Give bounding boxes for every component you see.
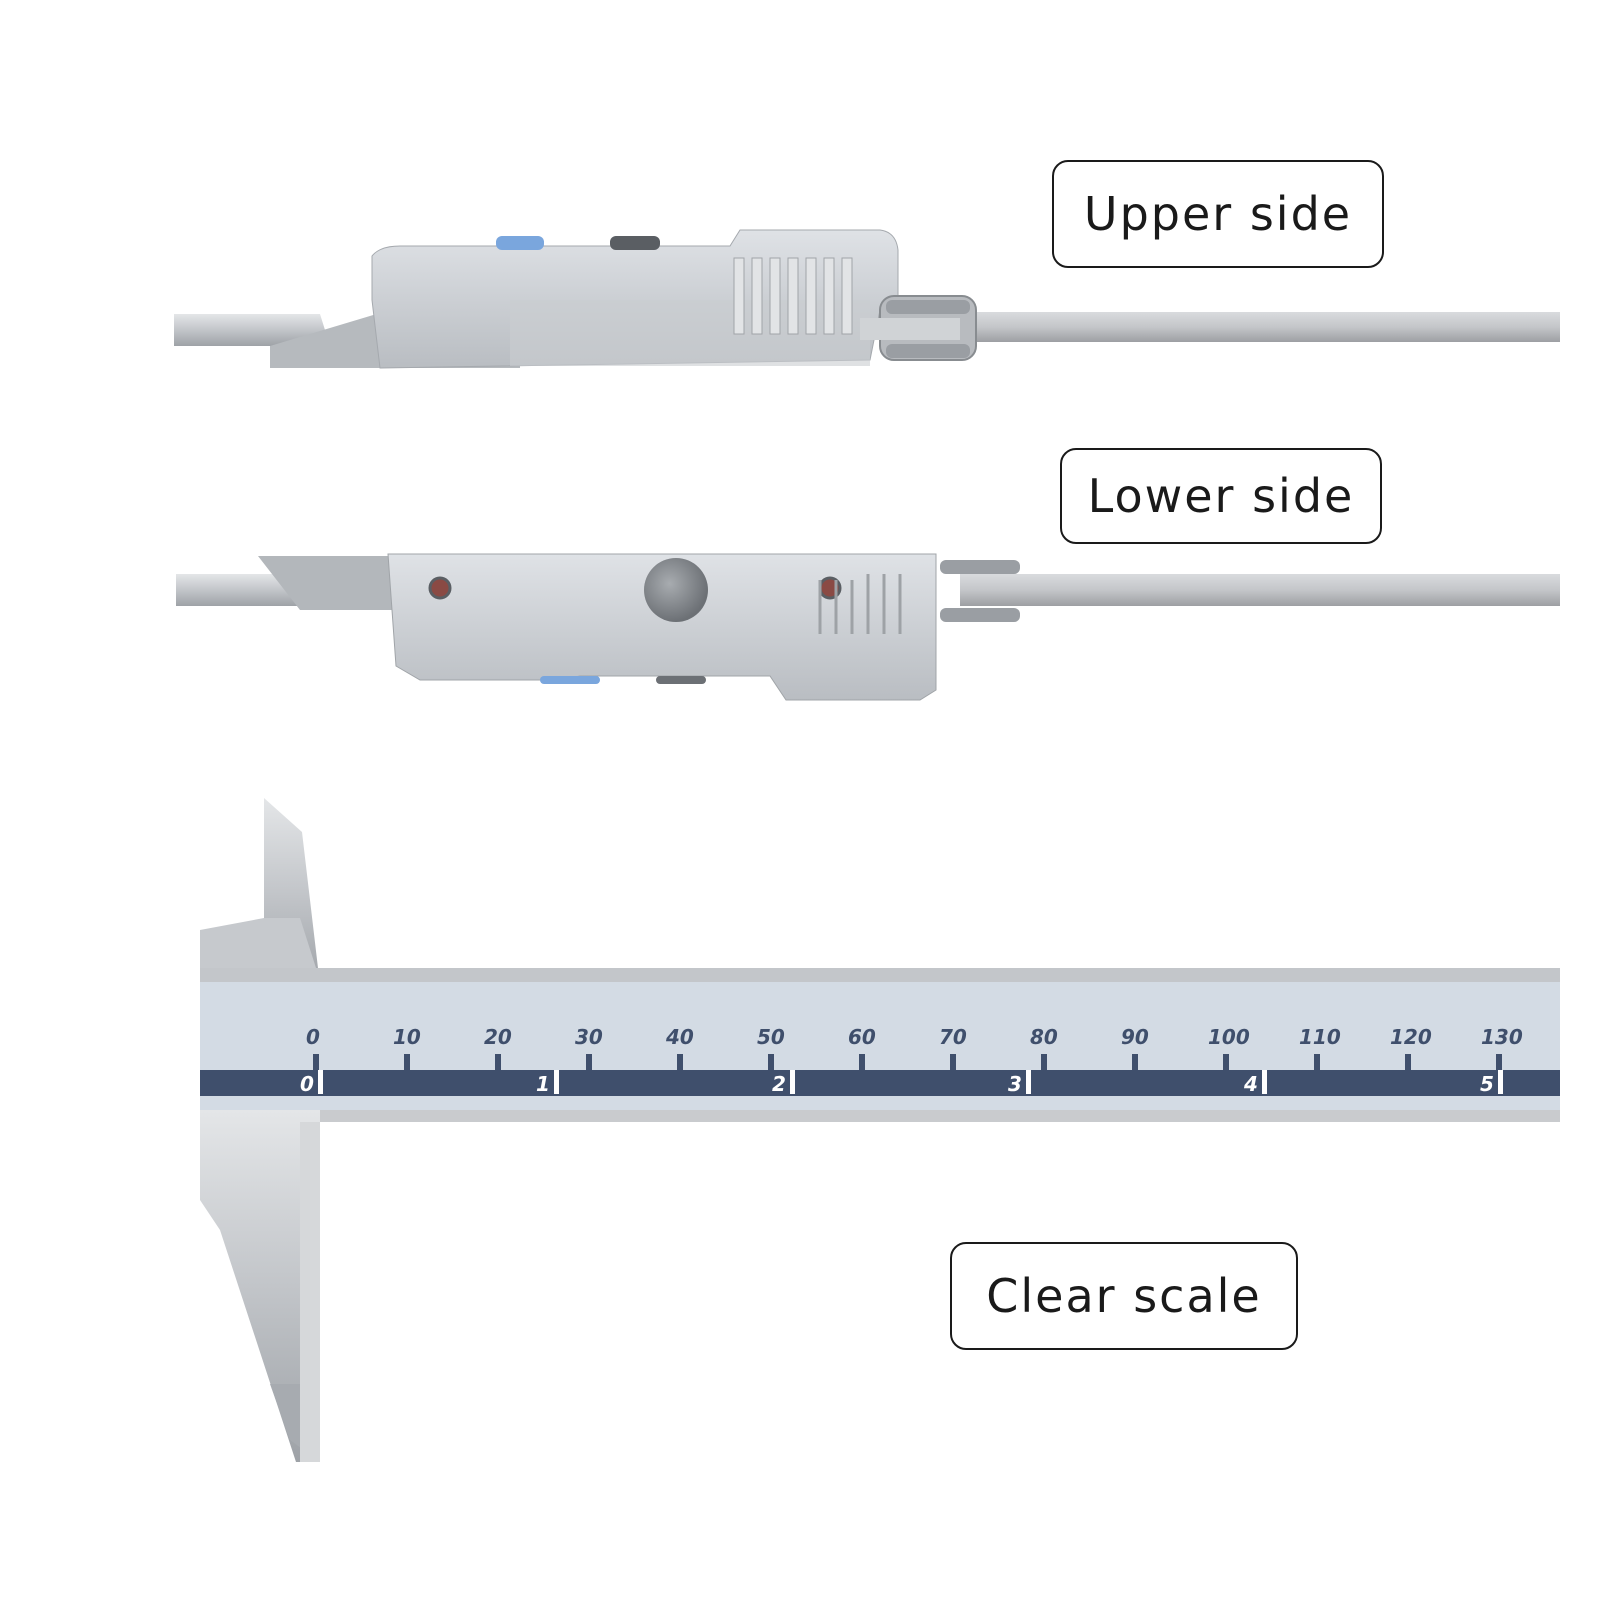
mm-tick	[677, 1054, 683, 1070]
mm-tick-label: 120	[1390, 1025, 1432, 1049]
mm-tick-label: 100	[1208, 1025, 1250, 1049]
upper-jaw	[174, 314, 330, 346]
lower-caliper	[176, 553, 1560, 701]
mm-tick	[404, 1054, 410, 1070]
lock-knob	[644, 558, 708, 622]
inch-labels: 0 1 2 3 4 5	[300, 1072, 1494, 1096]
upper-beam	[900, 312, 1560, 342]
mm-ticks	[313, 1054, 1502, 1070]
mm-tick	[586, 1054, 592, 1070]
mm-tick-label: 50	[757, 1025, 785, 1049]
outer-jaw-lower	[200, 1110, 320, 1462]
mm-tick-label: 70	[939, 1025, 967, 1049]
inch-tick	[1498, 1070, 1503, 1094]
inch-tick	[1026, 1070, 1031, 1094]
lower-jaw	[176, 574, 310, 606]
mm-tick-label: 90	[1121, 1025, 1149, 1049]
mm-tick	[1041, 1054, 1047, 1070]
mm-tick	[950, 1054, 956, 1070]
mm-tick	[768, 1054, 774, 1070]
inch-tick	[1262, 1070, 1267, 1094]
scale-caliper: 0 10 20 30 40 50 60 70 80 90 100 110 120 130 0 1 2 3 4 5	[200, 798, 1560, 1462]
mm-labels: 0 10 20 30 40 50 60 70 80 90 100 110 120 130	[306, 1025, 1523, 1049]
lower-beam	[960, 574, 1560, 606]
mm-tick	[1223, 1054, 1229, 1070]
mm-tick	[1405, 1054, 1411, 1070]
dark-button	[610, 236, 660, 250]
mm-tick-label: 80	[1030, 1025, 1058, 1049]
mm-tick	[1132, 1054, 1138, 1070]
inch-tick-label: 4	[1243, 1072, 1258, 1096]
mm-tick-label: 60	[848, 1025, 876, 1049]
mm-tick-label: 110	[1299, 1025, 1341, 1049]
inch-band	[200, 1070, 1560, 1096]
mm-tick-label: 130	[1481, 1025, 1523, 1049]
mm-tick-label: 30	[575, 1025, 603, 1049]
mm-tick	[313, 1054, 319, 1070]
mm-tick-label: 10	[393, 1025, 421, 1049]
lower-side-label: Lower side	[1060, 448, 1382, 544]
inch-tick-label: 2	[772, 1072, 786, 1096]
mm-tick-label: 40	[665, 1025, 694, 1049]
mm-tick-label: 0	[306, 1025, 320, 1049]
blue-button	[496, 236, 544, 250]
inch-ticks	[318, 1070, 1503, 1094]
mm-tick	[1496, 1054, 1502, 1070]
lower-slider-body	[387, 553, 937, 701]
inch-tick-label: 5	[1480, 1072, 1494, 1096]
mm-tick-label: 20	[484, 1025, 512, 1049]
inch-tick	[554, 1070, 559, 1094]
mm-tick	[1314, 1054, 1320, 1070]
upper-caliper	[174, 229, 1560, 369]
clear-scale-label: Clear scale	[950, 1242, 1298, 1350]
inch-tick-label: 0	[300, 1072, 314, 1096]
mm-tick	[859, 1054, 865, 1070]
screw-left	[428, 576, 452, 600]
mm-tick	[495, 1054, 501, 1070]
inch-tick-label: 1	[536, 1072, 550, 1096]
inch-tick-label: 3	[1008, 1072, 1022, 1096]
inch-tick	[318, 1070, 323, 1094]
inch-tick	[790, 1070, 795, 1094]
upper-side-label: Upper side	[1052, 160, 1384, 268]
